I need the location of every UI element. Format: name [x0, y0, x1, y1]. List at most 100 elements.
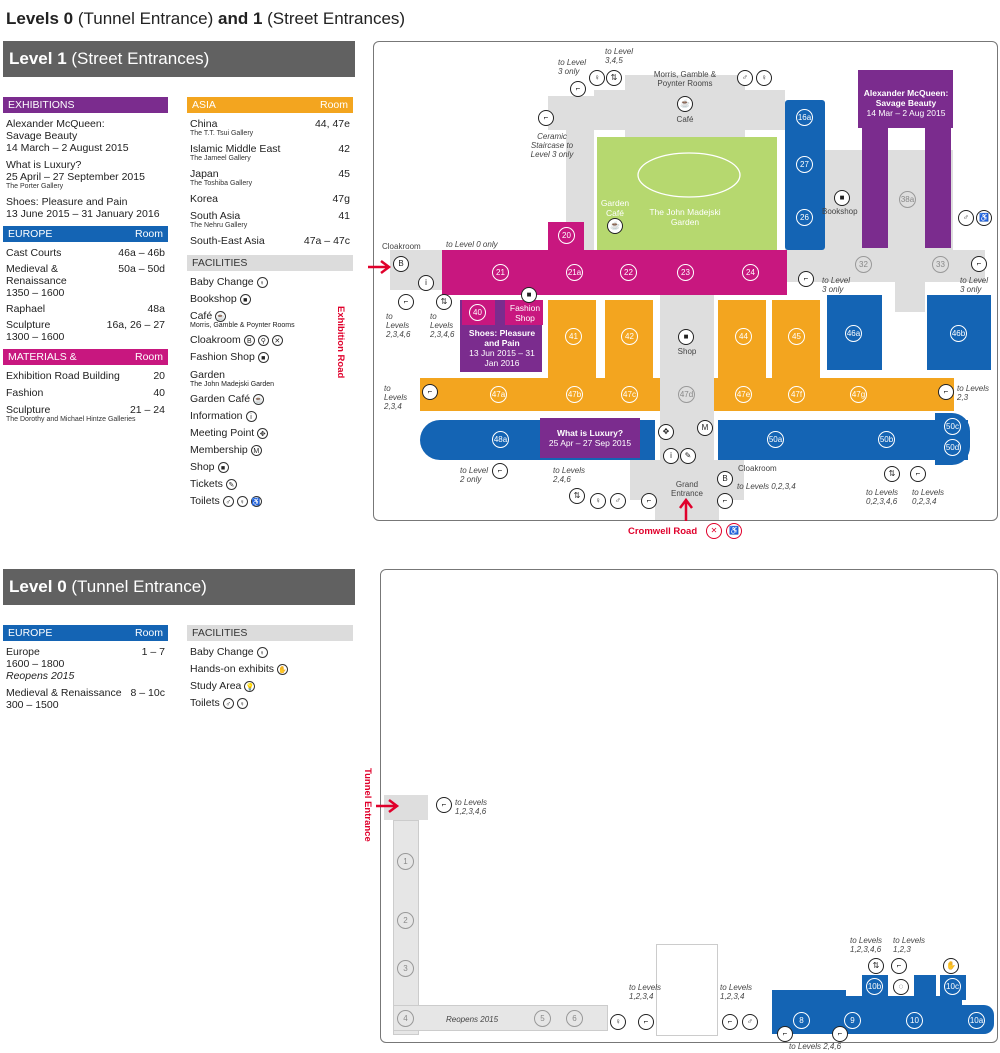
room-number: 42: [621, 328, 638, 345]
room-number: 46b: [950, 325, 967, 342]
stair-label: to Levels 1,2,3,4: [629, 983, 662, 1001]
page-title: Levels 0 (Tunnel Entrance) and 1 (Street…: [6, 9, 406, 28]
information-icon: i: [245, 410, 257, 422]
lift-icon: ⇅: [436, 294, 452, 310]
toilet-male-icon: ♂: [610, 493, 626, 509]
list-item: Fashion Shop■: [190, 349, 350, 366]
tunnel-entrance-label: Tunnel Entrance: [362, 768, 373, 842]
garden-label: The John Madejski Garden: [649, 207, 721, 227]
fashion-shop-icon: ■: [521, 287, 537, 303]
fashion-shop-icon: ■: [257, 351, 269, 363]
room-number: 10: [906, 1012, 923, 1029]
room-number: 40: [469, 304, 486, 321]
stair-label: to Levels 2,3,4,6: [430, 312, 455, 339]
stair-label: to Levels 1,2,3: [893, 936, 926, 954]
exhibitions-header: EXHIBITIONS: [3, 97, 168, 113]
morris-label: Morris, Gamble & Poynter Rooms: [653, 70, 717, 88]
stair-label: to Levels 0,2,3,4: [912, 488, 945, 506]
stairs-icon: ⌐: [398, 294, 414, 310]
ceramic-staircase-label: Ceramic Staircase to Level 3 only: [530, 132, 574, 159]
room-number: 47f: [788, 386, 805, 403]
stairs-icon: ⌐: [422, 384, 438, 400]
accessible-toilet-icon: ♿: [250, 495, 262, 507]
room-number: 50a: [767, 431, 784, 448]
shop-label: Shop: [677, 347, 697, 356]
room-number: 44: [735, 328, 752, 345]
cromwell-road-label: Cromwell Road: [628, 526, 698, 537]
hands-on-icon: ✋: [277, 663, 289, 675]
toilet-male-icon: ♂: [742, 1014, 758, 1030]
fashion-shop: [505, 300, 543, 325]
room-number: 47e: [735, 386, 752, 403]
room-number: 4: [397, 1010, 414, 1027]
room-number: 48a: [492, 431, 509, 448]
stairs-icon: ⌐: [717, 493, 733, 509]
list-item: Meeting Point✥: [190, 425, 350, 442]
toilet-male-icon: ♂: [222, 495, 234, 507]
stair-label: to Levels 2,3,4,6: [386, 312, 411, 339]
information-icon: i: [663, 448, 679, 464]
toilet-male-icon: ♂: [222, 697, 234, 709]
luxury-label: What is Luxury?25 Apr – 27 Sep 2015: [548, 428, 632, 448]
list-item: Café☕: [190, 310, 227, 322]
meeting-point-icon: ✥: [257, 427, 269, 439]
room-number: 10a: [968, 1012, 985, 1029]
information-icon: i: [418, 275, 434, 291]
fashion-shop-label: Fashion Shop: [509, 303, 541, 323]
room-number: 47a: [490, 386, 507, 403]
room-number: 45: [788, 328, 805, 345]
stair-label: to Level 3 only: [960, 276, 989, 294]
toilet-female-icon: ♀: [236, 697, 248, 709]
tickets-icon: ✎: [225, 478, 237, 490]
cloakroom-icon: B: [393, 256, 409, 272]
stair-label: to Level 3 only: [822, 276, 851, 294]
stair-label: to Levels 2,3: [957, 384, 990, 402]
room-number: 21: [492, 264, 509, 281]
stairs-icon: ⌐: [891, 958, 907, 974]
stair-label: to Levels 2,3,4: [384, 384, 408, 411]
lift-icon: ⇅: [868, 958, 884, 974]
stairs-icon: ⌐: [777, 1026, 793, 1042]
mcqueen-exhibition: [858, 70, 953, 128]
stairs-icon: ⌐: [938, 384, 954, 400]
toilet-female-icon: ♀: [590, 493, 606, 509]
room-number: 1: [397, 853, 414, 870]
stair-label: to Levels 1,2,3,4,6: [850, 936, 883, 954]
room-number: 41: [565, 328, 582, 345]
room-number: 2: [397, 912, 414, 929]
garden-cafe-icon: ☕: [607, 218, 623, 234]
room-number: 23: [677, 264, 694, 281]
entrance-arrow-icon: [376, 799, 400, 813]
stair-label: to Levels 1,2,3,4: [720, 983, 753, 1001]
toilet-female-icon: ♀: [236, 495, 248, 507]
corridor: [895, 282, 925, 312]
baby-change-icon: ♀: [256, 276, 268, 288]
stair-label: to Level 3 only: [558, 58, 587, 76]
room-number: 27: [796, 156, 813, 173]
room-number: 47b: [566, 386, 583, 403]
luxury-exhibition: [540, 418, 640, 458]
stair-label: to Levels 2,4,6: [789, 1042, 842, 1051]
room-number: 3: [397, 960, 414, 977]
study-area-icon: 💡: [244, 680, 256, 692]
stairs-icon: ⌐: [436, 797, 452, 813]
unlabeled-block: [656, 944, 718, 1036]
hands-on-icon: ✋: [943, 958, 959, 974]
room-number: 10c: [944, 978, 961, 995]
room-number: 9: [844, 1012, 861, 1029]
lift-icon: ⇅: [884, 466, 900, 482]
bookshop-label: Bookshop: [822, 207, 858, 216]
meeting-point-icon: ✥: [658, 424, 674, 440]
